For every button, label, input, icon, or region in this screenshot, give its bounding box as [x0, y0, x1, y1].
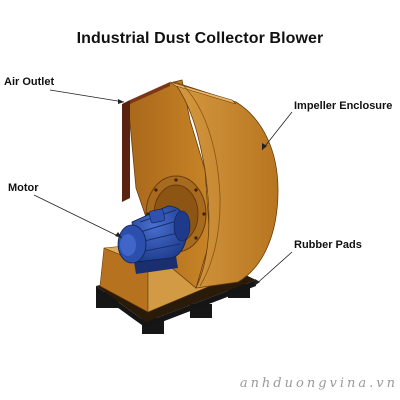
label-impeller-enclosure: Impeller Enclosure: [294, 100, 393, 112]
motor: [117, 205, 191, 274]
leader-lines: [33, 89, 293, 287]
leader-impeller-enclosure: [261, 111, 293, 151]
label-rubber-pads: Rubber Pads: [294, 239, 362, 251]
air-outlet-flange: [122, 82, 170, 202]
leader-air-outlet: [49, 89, 125, 103]
label-motor: Motor: [8, 182, 39, 194]
watermark: anhduongvina.vn: [239, 376, 398, 391]
leader-arrowheads: [115, 99, 267, 286]
label-air-outlet: Air Outlet: [4, 76, 55, 88]
diagram-title: Industrial Dust Collector Blower: [76, 30, 324, 47]
leader-rubber-pads: [253, 251, 293, 287]
leader-motor: [33, 194, 123, 239]
